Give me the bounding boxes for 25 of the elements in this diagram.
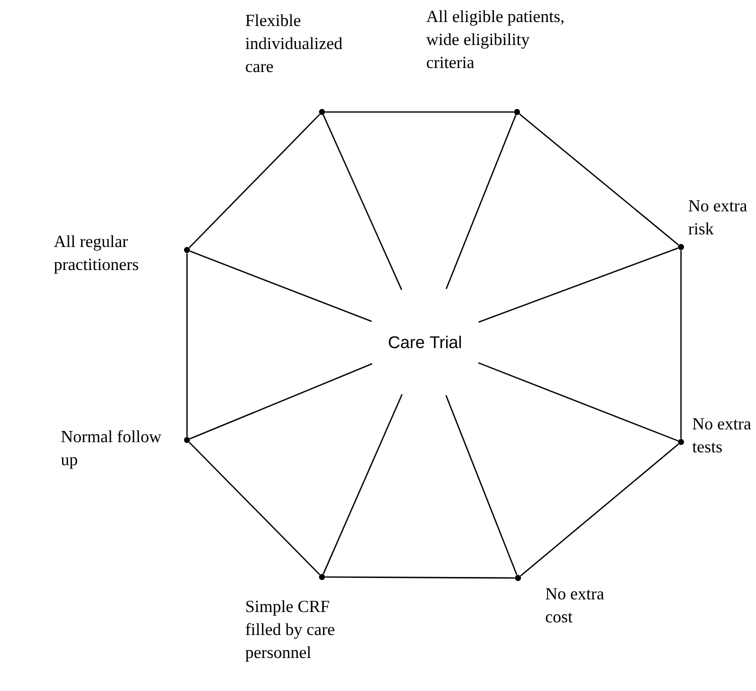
- vertex-label: Flexible individualized care: [246, 14, 342, 72]
- vertex-label: All regular practitioners: [54, 235, 138, 274]
- connector-line: [445, 394, 518, 576]
- connector-line: [188, 114, 320, 248]
- vertex-label: Normal follow up: [61, 430, 162, 469]
- connector-line: [446, 114, 516, 290]
- connector-line: [478, 248, 678, 323]
- center-label: Care Trial: [388, 336, 461, 348]
- vertex-label: All eligible patients, wide eligibility criteria: [426, 10, 564, 68]
- connector-line: [186, 253, 188, 437]
- connector-line: [680, 250, 682, 439]
- connector-line: [322, 114, 402, 290]
- connector-line: [322, 394, 403, 574]
- vertex-label: No extra risk: [688, 200, 747, 234]
- connector-line: [325, 576, 515, 579]
- connector-line: [188, 442, 320, 576]
- connector-line: [519, 114, 679, 246]
- connector-line: [325, 111, 514, 113]
- vertex-label: No extra tests: [692, 418, 751, 452]
- connector-line: [190, 363, 372, 440]
- connector-line: [478, 362, 678, 442]
- connector-line: [520, 444, 679, 576]
- vertex-label: Simple CRF filled by care personnel: [245, 600, 334, 662]
- connector-line: [190, 250, 372, 322]
- vertex-label: No extra cost: [546, 588, 604, 622]
